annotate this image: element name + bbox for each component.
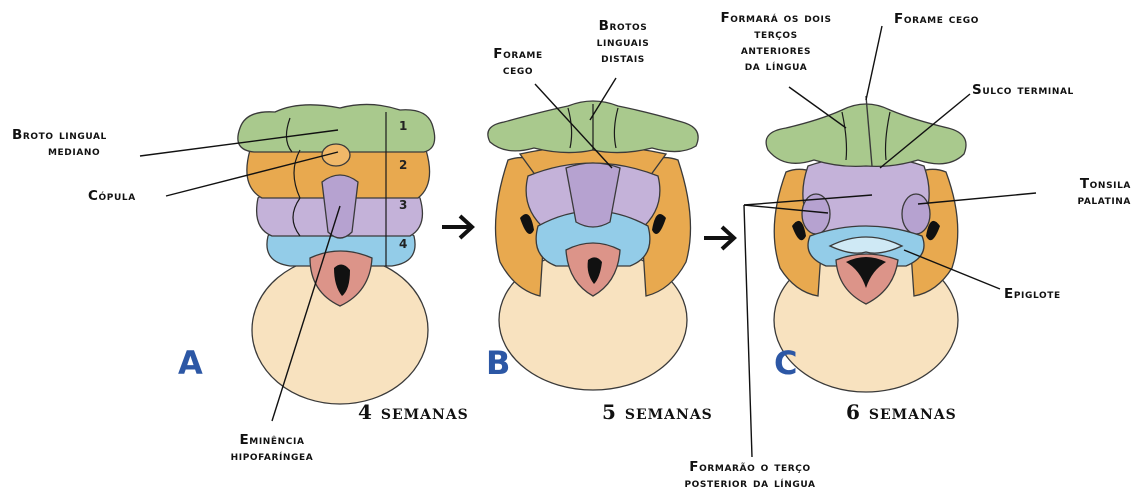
label-forame-cego-b: Forame cego — [493, 46, 542, 78]
embryo-b — [488, 101, 698, 390]
label-forame-cego-c: Forame cego — [894, 11, 979, 27]
label-sulco-terminal: Sulco terminal — [972, 82, 1074, 98]
label-formarao-terco-posterior: Formarão o terço posterior da língua — [684, 459, 815, 491]
arrow-b-to-c — [704, 227, 734, 249]
label-brotos-linguais-distais: Brotos linguais distais — [597, 18, 650, 66]
label-tonsila-palatina: Tonsila palatina — [1077, 176, 1131, 208]
panel-letter-b: B — [486, 344, 510, 382]
arch-number-1: 1 — [399, 119, 407, 133]
label-broto-lingual-mediano: Broto lingual mediano — [12, 127, 107, 159]
label-formara-dois-tercos: Formará os dois terços anteriores da lín… — [720, 10, 831, 74]
embryo-c-anterior-tongue — [766, 104, 966, 166]
panel-letter-c: C — [774, 344, 797, 382]
panel-letter-a: A — [178, 344, 203, 382]
weeks-label-a: 4 semanas — [358, 400, 469, 424]
weeks-label-c: 6 semanas — [846, 400, 957, 424]
arch-number-2: 2 — [399, 158, 407, 172]
arch-number-3: 3 — [399, 198, 407, 212]
label-epiglote: Epiglote — [1004, 286, 1061, 302]
label-copula: Cópula — [88, 188, 136, 204]
label-eminencia-hipofaringea: Eminência hipofaríngea — [231, 432, 314, 464]
arrow-a-to-b — [442, 216, 472, 238]
embryo-a: 1 2 3 4 — [238, 104, 435, 404]
weeks-label-b: 5 semanas — [602, 400, 713, 424]
arch-number-4: 4 — [399, 237, 407, 251]
